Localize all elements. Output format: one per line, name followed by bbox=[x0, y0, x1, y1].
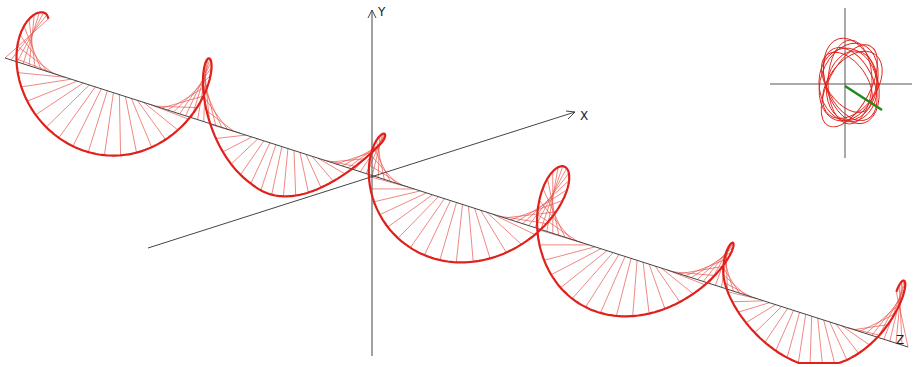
hatch-line bbox=[424, 201, 450, 256]
hatch-line bbox=[765, 309, 788, 343]
hatch-line bbox=[732, 301, 763, 302]
hatch-line bbox=[499, 216, 547, 224]
hatch-line bbox=[73, 89, 101, 146]
hatch-line bbox=[216, 135, 246, 138]
hatch-line bbox=[36, 83, 84, 115]
hatch-line bbox=[272, 147, 282, 195]
x-axis bbox=[148, 112, 575, 248]
hatch-line bbox=[543, 188, 565, 237]
hatch-line bbox=[649, 264, 665, 309]
z-axis bbox=[5, 58, 908, 347]
hatch-line bbox=[251, 143, 270, 184]
hatch-line bbox=[27, 81, 77, 101]
hatch-line bbox=[241, 141, 264, 175]
hatch-line bbox=[104, 93, 113, 156]
hatch-line bbox=[798, 314, 805, 363]
polarization-ellipse bbox=[821, 47, 882, 125]
hatch-line bbox=[541, 166, 563, 229]
hatch-line bbox=[17, 46, 53, 73]
hatch-line bbox=[655, 266, 680, 302]
hatch-line bbox=[231, 139, 258, 164]
hatch-line bbox=[746, 305, 776, 323]
hatch-line bbox=[223, 137, 252, 152]
hatch-line bbox=[388, 195, 433, 227]
hatch-line bbox=[661, 268, 693, 294]
hatch-line bbox=[469, 206, 474, 261]
hatch-line bbox=[371, 188, 415, 189]
y-arrowhead bbox=[368, 10, 376, 18]
hatch-line bbox=[787, 312, 800, 357]
hatch-line bbox=[810, 316, 812, 363]
hatch-line bbox=[818, 318, 823, 363]
polarization-ellipse bbox=[809, 35, 888, 129]
polarization-ellipse bbox=[810, 36, 889, 135]
hatch-line bbox=[643, 262, 649, 313]
hatch-line bbox=[21, 79, 71, 87]
hatch-line bbox=[884, 283, 905, 339]
hatch-line bbox=[738, 303, 769, 312]
hatch-line bbox=[369, 165, 402, 185]
hatch-line bbox=[156, 106, 198, 107]
hatch-line bbox=[300, 152, 308, 192]
hatch-line bbox=[398, 197, 438, 239]
hatch-line bbox=[440, 203, 457, 261]
hatch-line bbox=[548, 179, 559, 236]
axis-label: X bbox=[580, 110, 588, 122]
hatch-line bbox=[572, 253, 613, 299]
hatch-line bbox=[561, 251, 607, 288]
hatch-line bbox=[294, 151, 296, 196]
hatch-line bbox=[46, 85, 89, 127]
hatch-line bbox=[540, 244, 589, 245]
hatch-line bbox=[633, 260, 637, 316]
hatch-line bbox=[836, 324, 859, 353]
y-axis bbox=[372, 10, 373, 356]
hatch-line bbox=[755, 307, 782, 333]
hatch-line bbox=[616, 258, 631, 316]
hatch-line bbox=[29, 19, 35, 67]
hatch-line bbox=[601, 256, 626, 313]
hatch-line bbox=[318, 158, 345, 174]
hatch-line bbox=[374, 191, 420, 202]
field-hatching bbox=[5, 13, 908, 364]
hatch-line bbox=[824, 320, 835, 363]
hatch-line bbox=[283, 149, 288, 197]
hatch-line bbox=[261, 145, 276, 191]
polarization-inset bbox=[770, 8, 912, 158]
hatch-line bbox=[119, 95, 120, 156]
hatch-line bbox=[586, 255, 619, 308]
hatch-line bbox=[125, 97, 136, 153]
x-arrowhead bbox=[566, 111, 575, 119]
hatch-line bbox=[544, 247, 595, 260]
polarization-ellipse bbox=[810, 40, 894, 130]
hatch-line bbox=[539, 201, 571, 240]
hatch-line bbox=[456, 204, 462, 262]
wave-curve bbox=[17, 12, 906, 363]
hatch-line bbox=[88, 91, 107, 152]
axis-label: Z bbox=[896, 334, 904, 346]
hatch-line bbox=[475, 208, 491, 258]
axis-label: Y bbox=[378, 6, 385, 18]
hatch-line bbox=[306, 154, 321, 187]
